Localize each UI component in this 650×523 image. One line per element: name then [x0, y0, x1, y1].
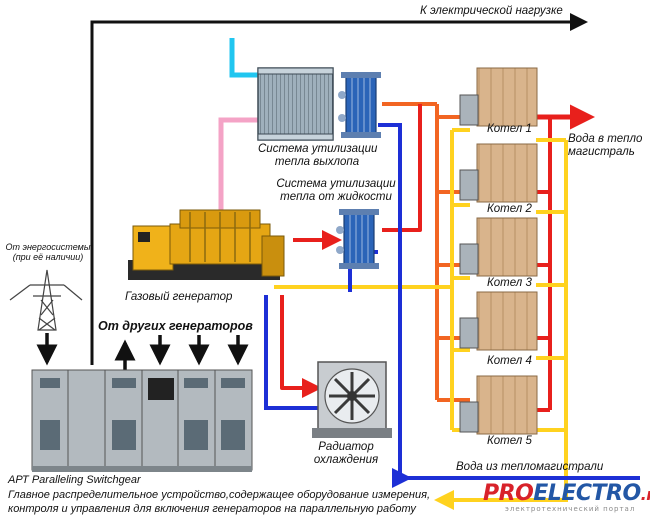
brand-part-2: ELECTRO — [533, 481, 641, 506]
brand-part-3: .ru — [640, 485, 650, 504]
liquid-recovery-line-1: Система утилизации — [276, 178, 396, 190]
boiler-4-label: Котел 4 — [487, 355, 532, 367]
water-to-main-line-2: магистраль — [568, 146, 635, 158]
switchgear-title: АРТ Paralleling Switchgear — [8, 474, 141, 486]
boiler-5 — [459, 375, 538, 435]
brand-tagline: электротехнический портал — [505, 505, 636, 513]
radiator-line-1: Радиатор — [318, 441, 374, 453]
paralleling-switchgear — [31, 369, 253, 472]
switchgear-arrows — [36, 333, 249, 372]
boiler-2-label: Котел 2 — [487, 203, 532, 215]
switchgear-desc-2: контроля и управления для включения гене… — [8, 503, 416, 515]
water-to-main-label: Вода в тепло магистраль — [568, 133, 642, 159]
gas-generator-label: Газовый генератор — [125, 291, 233, 303]
electric-load-line — [90, 13, 588, 365]
switchgear-desc-1: Главное распределительное устройство,сод… — [8, 489, 431, 501]
exhaust-heat-exchanger — [257, 67, 334, 141]
power-tower-icon — [9, 269, 83, 331]
from-grid-line-2: (при её наличии) — [12, 252, 84, 262]
boiler-1-label: Котел 1 — [487, 123, 532, 135]
plate-heat-exchanger-2 — [336, 209, 379, 269]
brand-logo: PROELECTRO.ru — [483, 481, 650, 506]
from-other-generators-label: От других генераторов — [98, 319, 253, 333]
exhaust-recovery-label: Система утилизации тепла выхлопа — [258, 143, 378, 169]
boiler-2 — [459, 143, 538, 203]
pink-exhaust-line — [218, 117, 262, 215]
cooling-radiator — [312, 361, 392, 438]
yellow-return-pipes — [274, 128, 568, 510]
gas-generator — [128, 209, 285, 280]
boiler-3 — [459, 217, 538, 277]
radiator-label: Радиатор охлаждения — [296, 441, 396, 467]
exhaust-recovery-line-2: тепла выхлопа — [274, 156, 360, 168]
water-from-main-label: Вода из тепломагистрали — [456, 461, 604, 473]
boiler-5-label: Котел 5 — [487, 435, 532, 447]
boiler-1 — [459, 67, 538, 127]
cyan-exhaust-line — [229, 38, 262, 78]
from-grid-line-1: От энергосистемы — [5, 242, 91, 252]
boiler-3-label: Котел 3 — [487, 277, 532, 289]
liquid-recovery-line-2: тепла от жидкости — [280, 191, 392, 203]
exhaust-recovery-line-1: Система утилизации — [258, 143, 378, 155]
liquid-recovery-label: Система утилизации тепла от жидкости — [272, 178, 400, 204]
from-grid-label: От энергосистемы (при её наличии) — [2, 242, 94, 262]
boiler-4 — [459, 291, 538, 351]
electric-load-label: К электрической нагрузке — [420, 5, 563, 17]
plate-heat-exchanger-1 — [338, 72, 381, 138]
water-to-main-line-1: Вода в тепло — [568, 133, 643, 145]
radiator-line-2: охлаждения — [313, 454, 379, 466]
brand-part-1: PRO — [483, 481, 534, 506]
hot-water-pipes — [280, 102, 595, 412]
